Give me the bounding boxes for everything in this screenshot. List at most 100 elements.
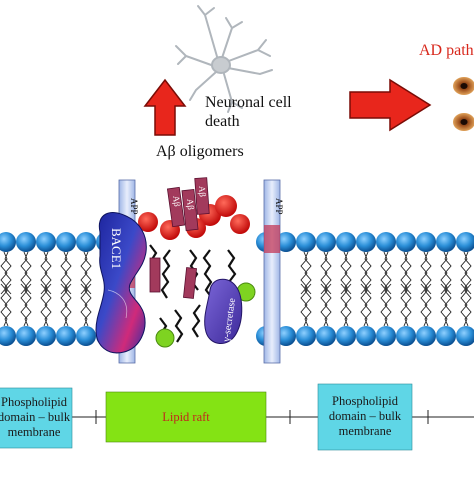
app-right [263, 179, 281, 364]
left-domain-text: Phospholipid domain – bulk membrane [0, 395, 74, 440]
lipid-tail [444, 251, 452, 295]
right-domain-line-2: domain – bulk [328, 409, 402, 423]
lipid-head [296, 326, 316, 346]
lipid-head [0, 326, 16, 346]
lipid-head [376, 232, 396, 252]
abeta-label-3: Aβ [197, 185, 208, 197]
left-domain-line-2: domain – bulk [0, 410, 71, 424]
lipid-head [396, 326, 416, 346]
abeta-label-2: Aβ [185, 198, 196, 210]
lipid-tail [460, 283, 468, 327]
neuronal-cell-death-label: Neuronal cell death [205, 93, 292, 131]
lipid-head [336, 326, 356, 346]
lipid-head [356, 232, 376, 252]
lipid-head [416, 326, 436, 346]
lipid-tail [364, 251, 372, 295]
lipid-tail [300, 283, 308, 327]
lipid-head [436, 326, 456, 346]
lipid-tail [460, 251, 468, 295]
lipid-tail [464, 283, 472, 327]
left-domain-line-3: membrane [7, 425, 61, 439]
lipid-tail [364, 283, 372, 327]
lipid-tail [44, 283, 52, 327]
lipid-tail [344, 283, 352, 327]
lipid-head [76, 326, 96, 346]
neuron-icon [175, 5, 273, 113]
lipid-tail [80, 283, 88, 327]
right-arrow-icon [349, 78, 432, 132]
up-arrow-icon [143, 78, 187, 136]
lipid-head [436, 232, 456, 252]
lipid-tail [324, 283, 332, 327]
lipid-tail [0, 283, 8, 327]
lipid-tail [344, 251, 352, 295]
lipid-tail [424, 283, 432, 327]
abeta-oligomers-label: Aβ oligomers [156, 143, 244, 160]
lipid-tail [380, 283, 388, 327]
lipid-tail [84, 283, 92, 327]
lipid-head [16, 326, 36, 346]
lipid-tail [360, 251, 368, 295]
lipid-tail [424, 251, 432, 295]
lipid-tails [0, 251, 472, 327]
lipid-head [56, 326, 76, 346]
lipid-head [276, 232, 296, 252]
right-domain-line-3: membrane [338, 424, 392, 438]
lipid-tail [64, 283, 72, 327]
lipid-tail [84, 251, 92, 295]
lipid-head [56, 232, 76, 252]
lipid-head [76, 232, 96, 252]
lipid-tail [340, 283, 348, 327]
lipid-tail [400, 283, 408, 327]
right-domain-text: Phospholipid domain – bulk membrane [318, 394, 412, 439]
lipid-tail [64, 251, 72, 295]
lipid-head [456, 326, 474, 346]
lipid-head [276, 326, 296, 346]
neuronal-line-2: death [205, 113, 240, 130]
lipid-tail [384, 283, 392, 327]
lipid-tail [0, 251, 8, 295]
lipid-tail [4, 251, 12, 295]
lipid-head [396, 232, 416, 252]
lipid-tail [20, 251, 28, 295]
lipid-tail [440, 251, 448, 295]
abeta-peptides [149, 177, 210, 299]
lipid-tail [40, 283, 48, 327]
lipid-tail [380, 251, 388, 295]
lipid-head [16, 232, 36, 252]
lipid-tail [340, 251, 348, 295]
lipid-tail [444, 283, 452, 327]
bace1-enzyme [95, 212, 147, 354]
lipid-tail [20, 283, 28, 327]
lipid-head [416, 232, 436, 252]
app-right-label: APP [274, 198, 284, 215]
lipid-tail [440, 283, 448, 327]
gamma-secretase-enzyme [204, 278, 243, 344]
lipid-tail [360, 283, 368, 327]
lipid-head [356, 326, 376, 346]
lipid-tail [300, 251, 308, 295]
lipid-tail [24, 251, 32, 295]
abeta-label-1: Aβ [171, 195, 183, 208]
lipid-head [36, 326, 56, 346]
lipid-tail [44, 251, 52, 295]
lipid-head [0, 232, 16, 252]
neuronal-line-1: Neuronal cell [205, 94, 292, 111]
domain-boxes [0, 383, 413, 451]
app-left-label: APP [129, 198, 139, 215]
lipid-tail [60, 283, 68, 327]
lipid-tail [24, 283, 32, 327]
lipid-tail [304, 251, 312, 295]
lipid-tail [420, 283, 428, 327]
lipid-tail [320, 251, 328, 295]
lipid-head [336, 232, 356, 252]
lipid-head [296, 232, 316, 252]
lipid-tail [464, 251, 472, 295]
lipid-tail [60, 251, 68, 295]
lipid-tail [4, 283, 12, 327]
lipid-tail [320, 283, 328, 327]
lipid-head [376, 326, 396, 346]
lipid-tail [80, 251, 88, 295]
